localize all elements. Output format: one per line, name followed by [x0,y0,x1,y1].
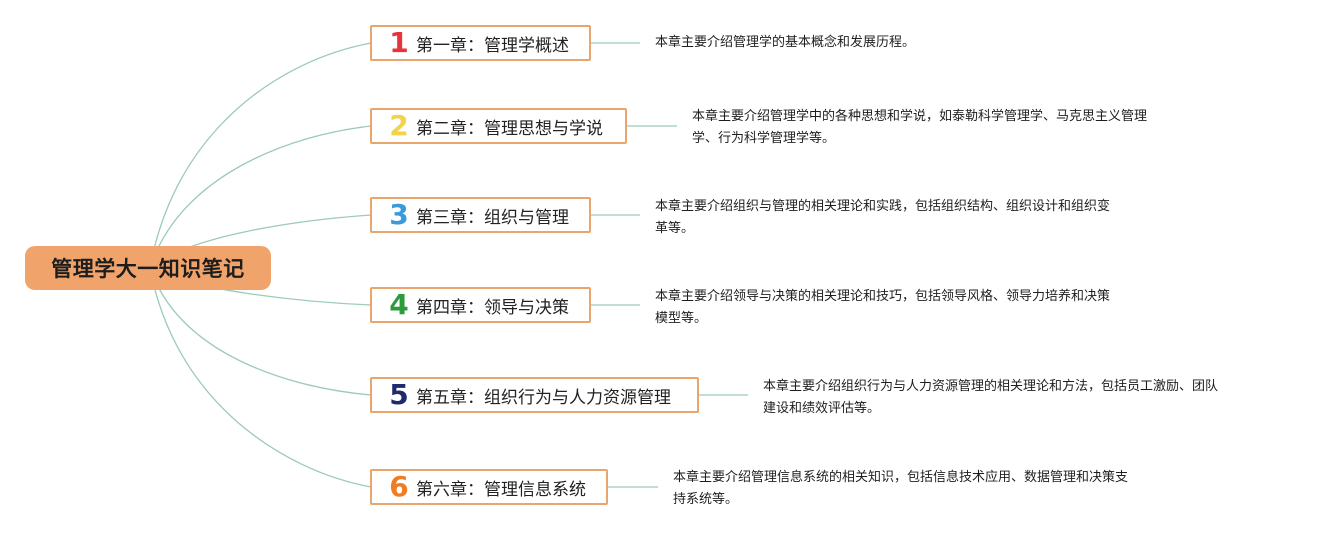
description-line: 本章主要介绍领导与决策的相关理论和技巧，包括领导风格、领导力培养和决策 [655,289,1111,304]
description-line: 本章主要介绍组织行为与人力资源管理的相关理论和方法，包括员工激励、团队 [763,379,1219,394]
chapter-node-5[interactable]: 5 第五章：组织行为与人力资源管理 [370,377,699,413]
chapter-node-4[interactable]: 4 第四章：领导与决策 [370,287,591,323]
chapter-title-6: 第六章：管理信息系统 [416,479,586,500]
chapter-number-4: 4 [389,288,409,321]
chapter-number-1: 1 [389,26,409,59]
chapter-title-2: 第二章：管理思想与学说 [416,118,603,139]
chapter-description-5: 本章主要介绍组织行为与人力资源管理的相关理论和方法，包括员工激励、团队 建设和绩… [763,376,1218,420]
connector-root-chapter-6 [149,267,372,488]
description-line: 本章主要介绍组织与管理的相关理论和实践，包括组织结构、组织设计和组织变 [655,199,1111,214]
chapter-number-5: 5 [389,378,409,411]
connector-root-chapter-5 [149,267,372,396]
chapter-description-3: 本章主要介绍组织与管理的相关理论和实践，包括组织结构、组织设计和组织变 革等。 [655,196,1110,240]
chapter-node-6[interactable]: 6 第六章：管理信息系统 [370,469,608,505]
chapter-number-3: 3 [389,198,409,231]
chapter-title-1: 第一章：管理学概述 [416,35,569,56]
chapter-description-6: 本章主要介绍管理信息系统的相关知识，包括信息技术应用、数据管理和决策支 持系统等… [673,467,1128,511]
root-topic[interactable]: 管理学大一知识笔记 [25,246,271,290]
description-line: 本章主要介绍管理学的基本概念和发展历程。 [655,35,916,50]
description-line: 革等。 [655,221,695,236]
chapter-node-1[interactable]: 1 第一章：管理学概述 [370,25,591,61]
chapter-description-1: 本章主要介绍管理学的基本概念和发展历程。 [655,32,915,54]
description-line: 本章主要介绍管理信息系统的相关知识，包括信息技术应用、数据管理和决策支 [673,470,1129,485]
chapter-title-4: 第四章：领导与决策 [416,297,569,318]
description-line: 建设和绩效评估等。 [763,401,881,416]
chapter-number-6: 6 [389,470,409,503]
chapter-node-3[interactable]: 3 第三章：组织与管理 [370,197,591,233]
description-line: 模型等。 [655,311,708,326]
chapter-description-2: 本章主要介绍管理学中的各种思想和学说，如泰勒科学管理学、马克思主义管理 学、行为… [692,106,1147,150]
chapter-description-4: 本章主要介绍领导与决策的相关理论和技巧，包括领导风格、领导力培养和决策 模型等。 [655,286,1110,330]
connector-root-chapter-1 [149,42,372,269]
chapter-node-2[interactable]: 2 第二章：管理思想与学说 [370,108,627,144]
chapter-number-2: 2 [389,109,409,142]
description-line: 持系统等。 [673,492,739,507]
description-line: 本章主要介绍管理学中的各种思想和学说，如泰勒科学管理学、马克思主义管理 [692,109,1148,124]
root-title: 管理学大一知识笔记 [51,257,245,281]
connector-root-chapter-2 [149,125,372,269]
chapter-title-3: 第三章：组织与管理 [416,207,569,228]
description-line: 学、行为科学管理学等。 [692,131,836,146]
chapter-title-5: 第五章：组织行为与人力资源管理 [416,387,671,408]
